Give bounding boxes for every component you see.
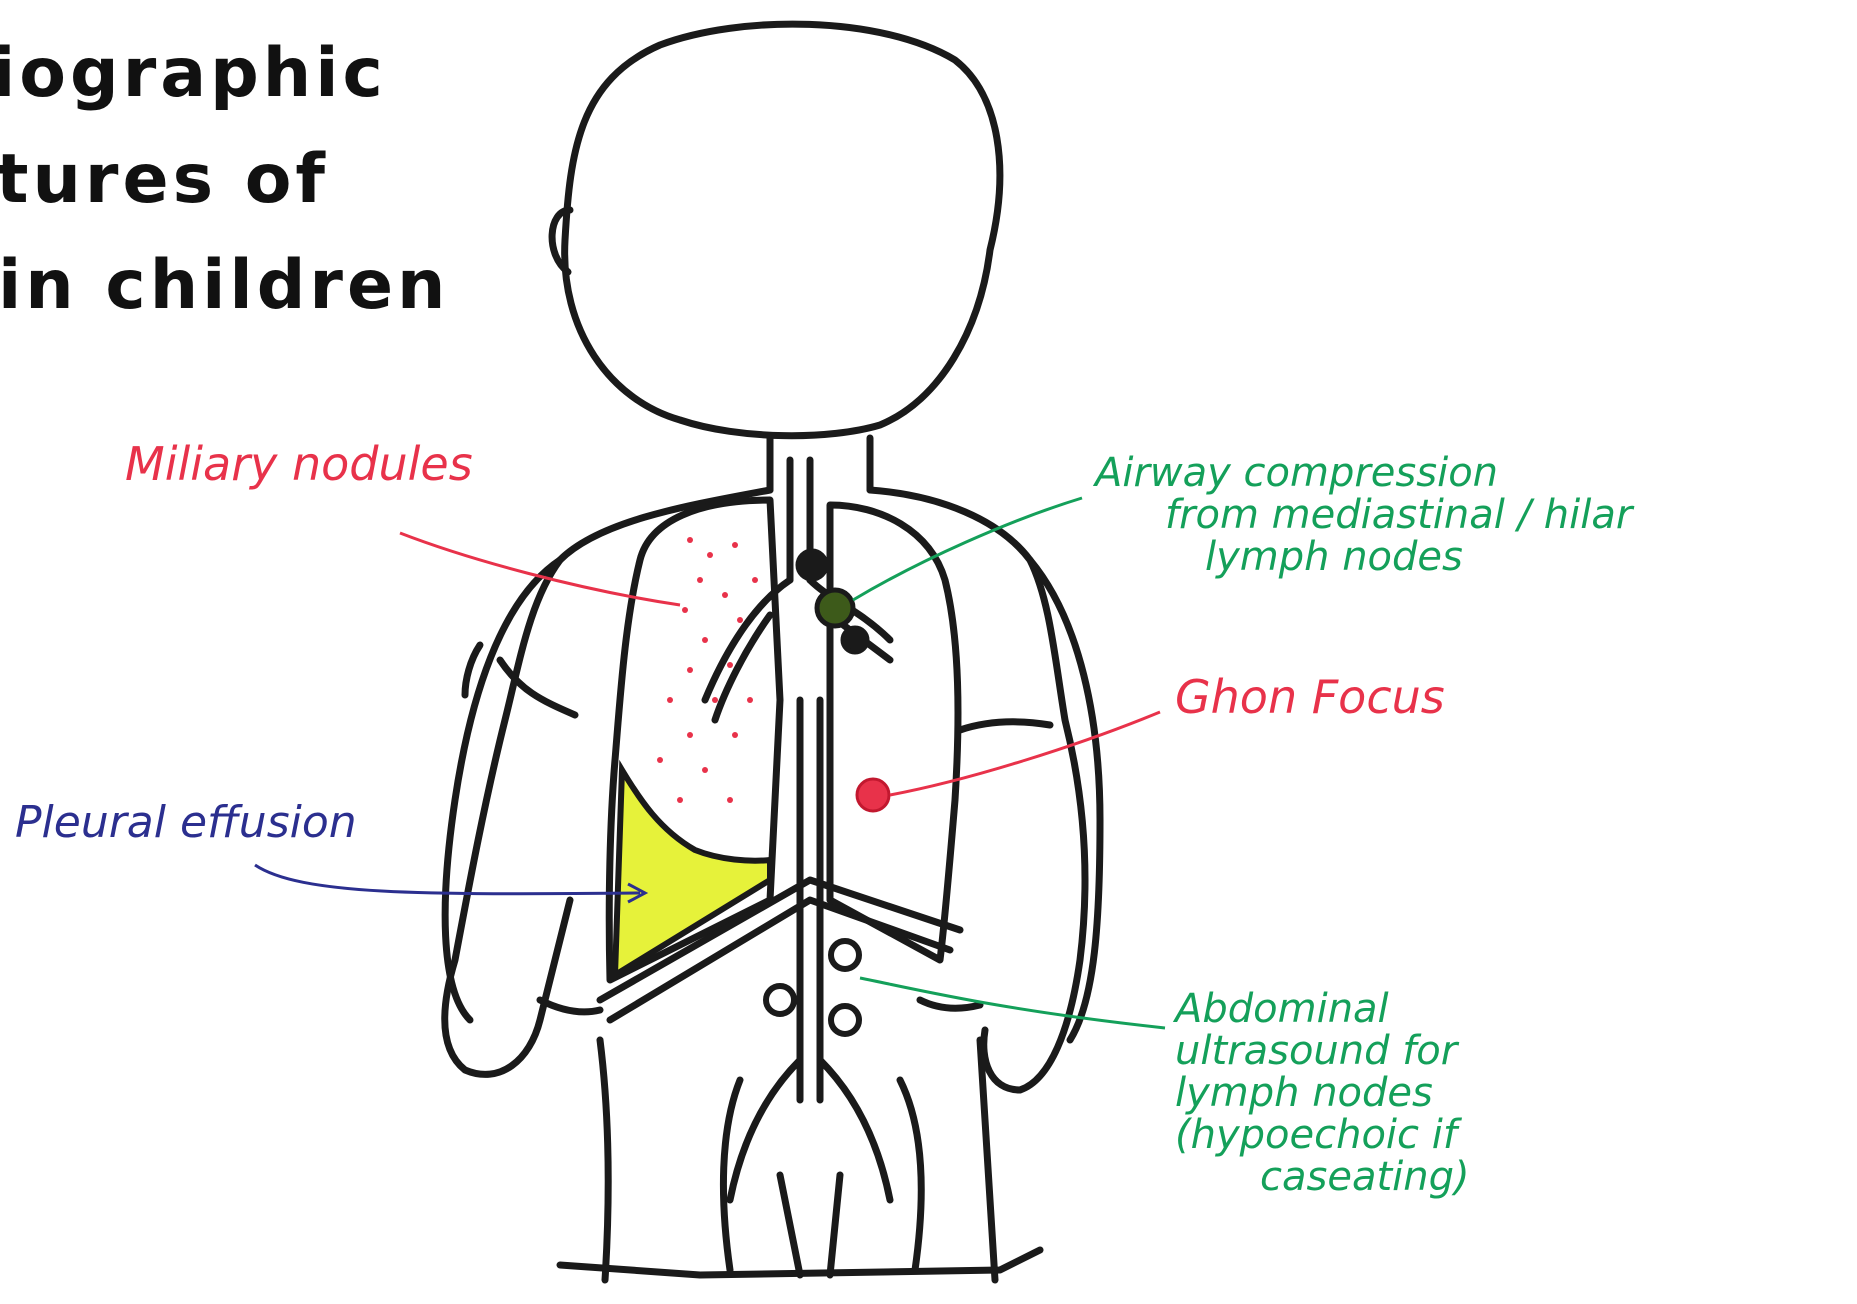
airway-label: Airway compression from mediastinal / hi… [1095, 452, 1855, 578]
miliary-label: Miliary nodules [125, 440, 473, 488]
abdominal-label-line-5: caseating) [1260, 1156, 1542, 1198]
head-outline [565, 24, 1000, 436]
abdominal-nodes [766, 941, 859, 1034]
neck-outline [770, 438, 870, 490]
airway-label-line-3: lymph nodes [1205, 536, 1857, 578]
miliary-dots [657, 537, 758, 803]
torso-outline [445, 490, 770, 1074]
abdominal-label-line-2: ultrasound for [1175, 1030, 1457, 1072]
airway-label-line-2: from mediastinal / hilar [1165, 494, 1857, 536]
left-arm-outline [445, 560, 560, 1020]
ghon-focus [857, 779, 889, 811]
ghon-label: Ghon Focus [1175, 673, 1445, 721]
abdominal-label-line-3: lymph nodes [1175, 1072, 1457, 1114]
abdominal-label: Abdominal ultrasound for lymph nodes (hy… [1175, 988, 1457, 1198]
abdominal-label-line-1: Abdominal [1175, 988, 1457, 1030]
abdominal-label-line-4: (hypoechoic if [1175, 1114, 1457, 1156]
abdominal-leader [860, 978, 1165, 1028]
right-arm-outline [1030, 560, 1100, 1040]
airway-label-line-1: Airway compression [1095, 452, 1855, 494]
pleural-label: Pleural effusion [15, 800, 357, 846]
